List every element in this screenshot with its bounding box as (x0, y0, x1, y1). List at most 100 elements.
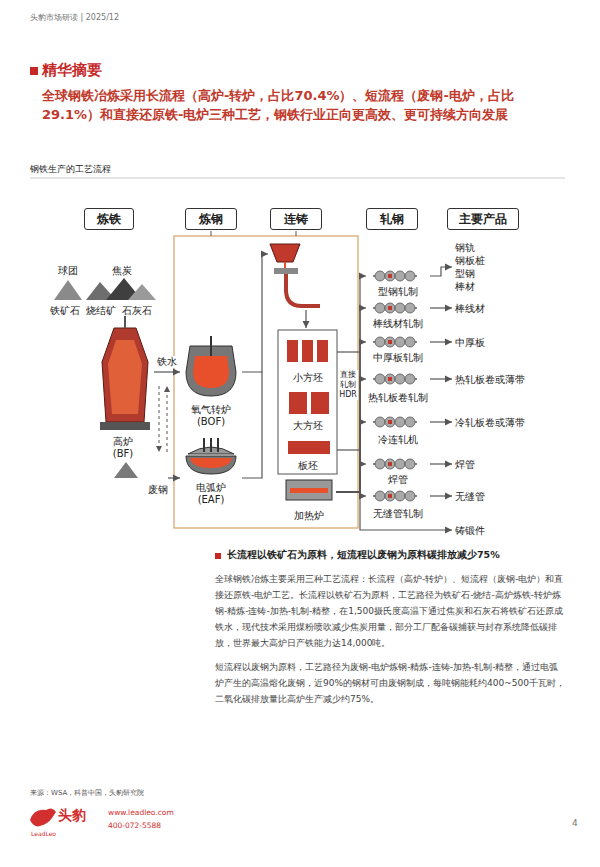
node-text: 棒材 (455, 280, 475, 293)
node-text: 大方坯 (293, 420, 323, 432)
node-text: 加热炉 (294, 510, 324, 522)
node-text: 无缝管 (455, 490, 485, 503)
node-text: 钢板桩 (455, 254, 485, 267)
node-text: 轧钢 (380, 212, 404, 227)
page-title: 精华摘要 (42, 61, 102, 80)
flow-arrow (336, 308, 366, 492)
product: 冷轧板卷或薄带 (452, 414, 528, 430)
flow-arrow (430, 341, 452, 342)
dashed-arrow (167, 386, 168, 452)
product: 热轧板卷或薄带 (452, 371, 528, 387)
caster-picture (270, 244, 320, 306)
edge-label: 铁水 (156, 356, 178, 368)
route-label: 直接轧制 HDR (338, 370, 358, 400)
flow-arrow (430, 267, 452, 276)
material-label: 烧结矿 (86, 304, 116, 318)
node-text: 焊管 (388, 474, 408, 486)
node-text: 小方坯 (293, 372, 323, 384)
source-note: 来源：WSA，科普中国，头豹研究院 (30, 788, 144, 798)
raw-material-piles (54, 278, 156, 300)
node-text: 板坯 (298, 460, 318, 472)
flow-arrow (430, 307, 452, 308)
flow-arrow (336, 422, 366, 492)
stage-header: 连铸 (270, 208, 322, 230)
stage-header: 炼钢 (185, 208, 237, 230)
section-heading: 长流程以铁矿石为原料，短流程以废钢为原料碳排放减少75% (227, 549, 500, 562)
caption-rule (30, 178, 565, 179)
node-text: 无缝管轧制 (373, 508, 423, 520)
node-text: 炼铁 (97, 212, 121, 227)
product-list: 钢轨钢板桩型钢棒材 (452, 240, 522, 294)
rolling-mill-icons (373, 271, 417, 501)
direct-rolling-line (337, 351, 360, 352)
node-text: 热轧板卷轧制 (368, 392, 428, 404)
node-text: 氧气转炉 (BOF) (185, 404, 237, 428)
rolling-mill: 冷连轧机 (366, 414, 430, 446)
body-paragraph: 全球钢铁冶炼主要采用三种工艺流程：长流程（高炉-转炉）、短流程（废钢-电炉）和直… (215, 571, 567, 651)
node-text: 焊管 (455, 458, 475, 471)
node-text: 冷轧板卷或薄带 (455, 416, 525, 429)
reheating-furnace: 加热炉 (282, 476, 336, 522)
rolling-mill: 型钢轧制 (366, 268, 430, 298)
billet: 板坯 (282, 436, 334, 472)
material-label: 焦炭 (112, 264, 132, 278)
material-label: 球团 (58, 264, 78, 278)
oxygen-converter: 氧气转炉 (BOF) (180, 336, 242, 428)
node-text: 型钢 (455, 267, 475, 280)
blast-furnace-picture (100, 316, 150, 430)
node-text: 电弧炉 (EAF) (187, 482, 235, 506)
flow-arrow (336, 276, 366, 492)
website: www.leadleo.com (108, 808, 174, 817)
node-text: 型钢轧制 (378, 286, 418, 298)
scrap-pile (114, 462, 138, 478)
material-label: 铁矿石 (50, 304, 80, 318)
node-text: 钢轨 (455, 241, 475, 254)
material-label: 石灰石 (122, 304, 152, 318)
node-text: 铸锻件 (455, 524, 485, 537)
direct-rolling-line (337, 449, 360, 450)
flow-arrow (430, 495, 452, 496)
rolling-mill: 棒线材轧制 (366, 300, 430, 330)
running-header: 头豹市场研读 | 2025/12 (30, 12, 119, 23)
title-square (30, 67, 38, 75)
stage-header: 轧钢 (366, 208, 418, 230)
flow-arrow (336, 492, 452, 530)
header-pointer (211, 231, 212, 236)
ladle-route (242, 254, 268, 372)
body-paragraph: 短流程以废钢为原料，工艺路径为废钢-电炉炼钢-精炼-连铸-加热-轧制-精整，通过… (215, 659, 567, 707)
billet: 大方坯 (282, 388, 334, 432)
node-text: 棒线材 (455, 302, 485, 315)
flow-arrow (430, 378, 452, 379)
logo-icon (30, 808, 56, 826)
rolling-mill: 中厚板轧制 (366, 334, 430, 364)
steelmaking-region (174, 236, 358, 528)
electric-arc-furnace: 电弧炉 (EAF) (180, 436, 242, 506)
phone-number: 400-072-5588 (108, 821, 161, 830)
logo-subtext: LeadLeo (31, 830, 56, 837)
stage-header: 主要产品 (447, 208, 519, 230)
blast-furnace: 高炉 (BF) (92, 326, 154, 460)
node-text: 主要产品 (459, 212, 507, 227)
node-text: 连铸 (284, 212, 308, 227)
ladle-route (242, 372, 262, 478)
node-text: 炼钢 (199, 212, 223, 227)
node-text: 棒线材轧制 (373, 318, 423, 330)
node-text: 热轧板卷或薄带 (455, 373, 525, 386)
dashed-arrow (159, 386, 160, 452)
billet: 小方坯 (282, 334, 334, 384)
rolling-mill: 热轧板卷轧制 (366, 370, 430, 404)
flow-arrow (430, 421, 452, 422)
flow-arrow (168, 477, 180, 478)
billet-pictures (287, 340, 330, 454)
reheating-furnace-picture (286, 480, 332, 500)
eaf-picture (186, 438, 236, 474)
node-text: 废钢 (148, 484, 168, 496)
subtitle: 全球钢铁冶炼采用长流程（高炉-转炉，占比70.4%）、短流程（废钢-电炉，占比2… (42, 86, 567, 124)
node-text: 高炉 (BF) (103, 436, 143, 460)
rolling-mill: 焊管 (366, 456, 430, 486)
flow-arrow (154, 371, 180, 372)
rolling-mill: 无缝管轧制 (366, 488, 430, 520)
